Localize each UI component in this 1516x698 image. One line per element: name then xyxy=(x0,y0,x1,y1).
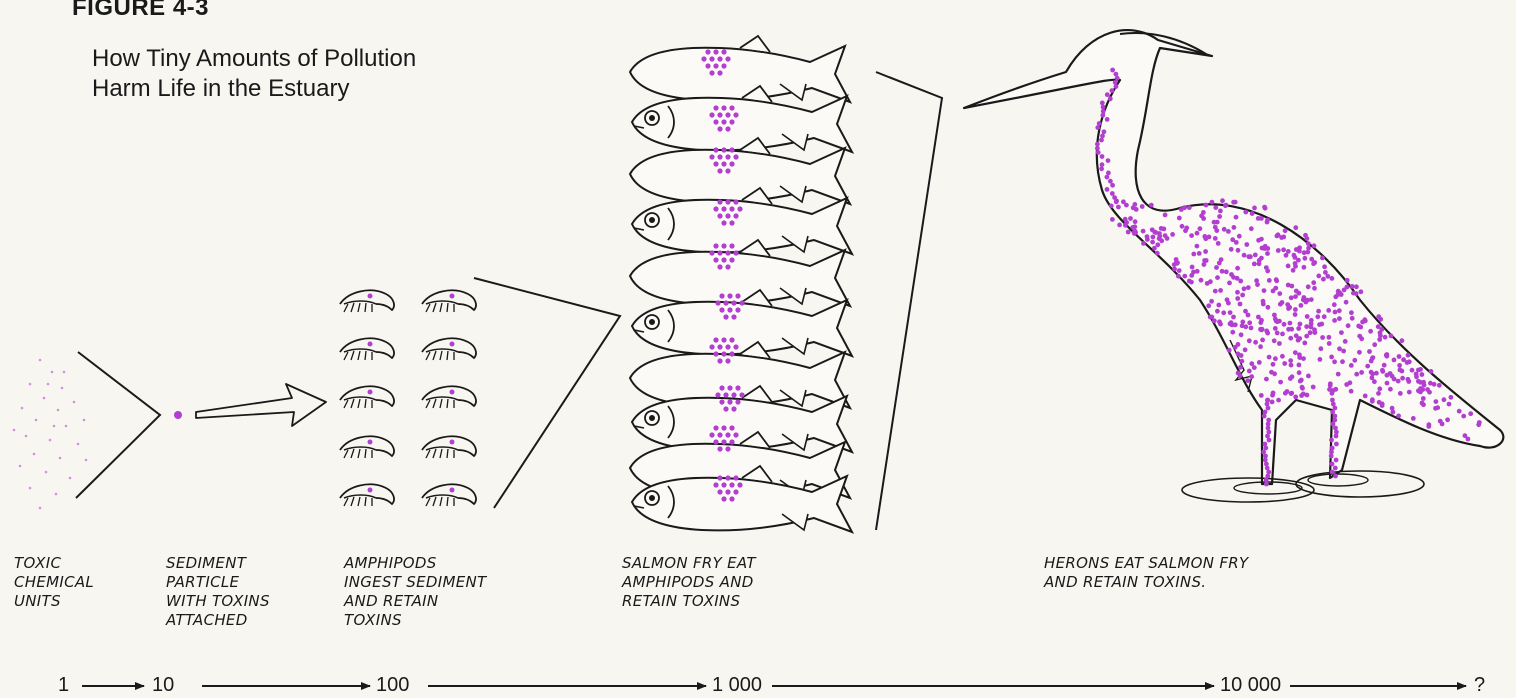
amphipods-group xyxy=(340,290,476,506)
stage-label-amphipods: AMPHIPODS INGEST SEDIMENT AND RETAIN TOX… xyxy=(344,554,486,630)
open-arrow xyxy=(196,384,326,426)
figure-title: How Tiny Amounts of Pollution Harm Life … xyxy=(92,44,562,104)
stage-label-herons: HERONS EAT SALMON FRY AND RETAIN TOXINS. xyxy=(1044,554,1248,592)
fish-to-heron-lines xyxy=(876,72,942,530)
figure-title-line2: Harm Life in the Estuary xyxy=(92,74,562,104)
stage-label-toxic-units: TOXIC CHEMICAL UNITS xyxy=(14,554,94,611)
scale-value-1: 1 xyxy=(58,674,69,696)
converge-lines xyxy=(76,352,160,498)
scale-value-10000: 10 000 xyxy=(1220,674,1281,696)
sediment-particle xyxy=(174,411,182,419)
amphipod-to-fish-lines xyxy=(474,278,620,508)
scale-value-unknown: ? xyxy=(1474,674,1485,696)
figure-title-line1: How Tiny Amounts of Pollution xyxy=(92,44,562,74)
scale-value-1000: 1 000 xyxy=(712,674,762,696)
figure-number: FIGURE 4-3 xyxy=(72,0,209,22)
heron xyxy=(964,30,1503,502)
salmon-fry-stack xyxy=(630,36,852,532)
scale-value-100: 100 xyxy=(376,674,409,696)
toxic-units-dots xyxy=(13,359,88,510)
stage-label-sediment: SEDIMENT PARTICLE WITH TOXINS ATTACHED xyxy=(166,554,270,630)
stage-label-salmon: SALMON FRY EAT AMPHIPODS AND RETAIN TOXI… xyxy=(622,554,756,611)
scale-value-10: 10 xyxy=(152,674,174,696)
